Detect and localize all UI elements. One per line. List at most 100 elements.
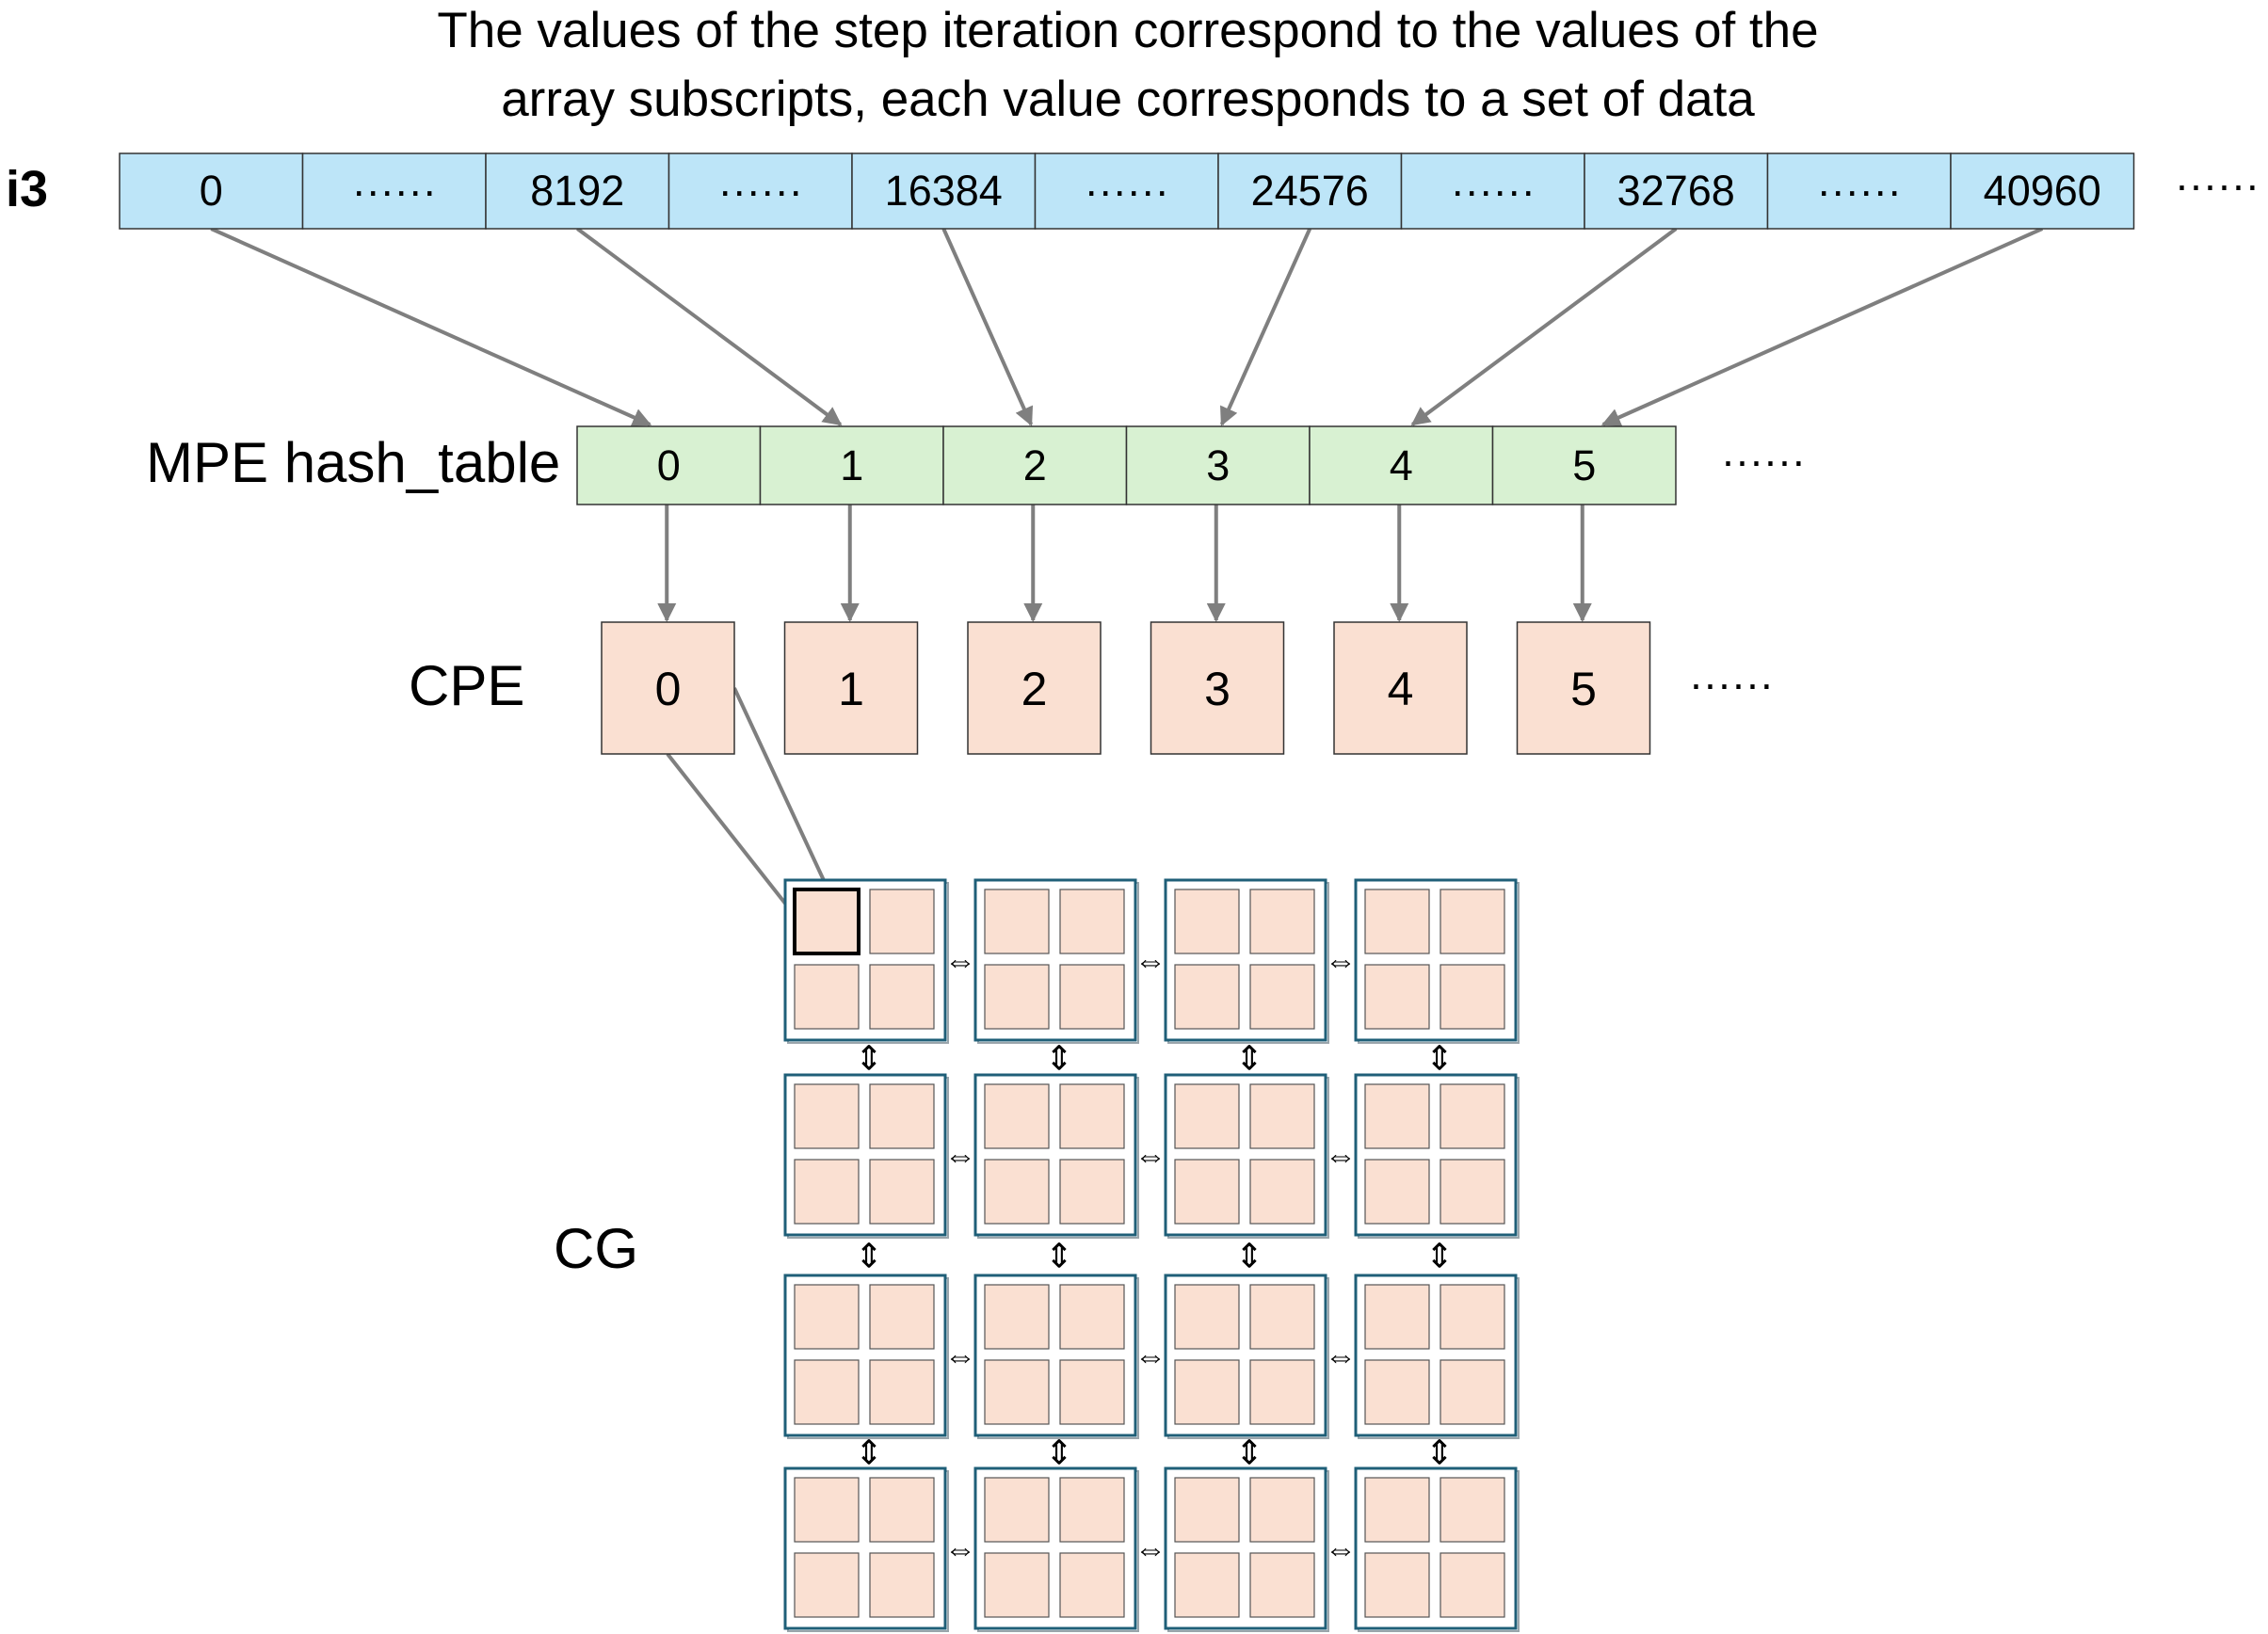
cg-block bbox=[1354, 878, 1520, 1044]
cg-core bbox=[794, 1159, 860, 1225]
horizontal-link-arrow-icon: ⇔ bbox=[1325, 1138, 1357, 1174]
cg-label: CG bbox=[554, 1217, 638, 1280]
hash-cell-index: 4 bbox=[1390, 441, 1413, 489]
cg-core bbox=[1059, 1284, 1125, 1350]
cpe-box bbox=[967, 621, 1102, 755]
cg-core bbox=[1059, 964, 1125, 1030]
cg-core bbox=[1059, 1159, 1125, 1225]
hash-cell-index: 1 bbox=[840, 441, 863, 489]
i3-cell bbox=[1217, 152, 1403, 230]
i3-cell-value: ······ bbox=[352, 167, 437, 215]
zoom-line bbox=[732, 687, 829, 889]
cg-core bbox=[1249, 889, 1315, 954]
cg-core bbox=[1174, 889, 1240, 954]
cpe-box bbox=[1150, 621, 1285, 755]
cg-block bbox=[1164, 1073, 1329, 1239]
cg-core bbox=[1364, 964, 1430, 1030]
cpe-box bbox=[783, 621, 919, 755]
cg-core bbox=[1364, 889, 1430, 954]
i3-cell bbox=[1034, 152, 1219, 230]
cg-core bbox=[794, 1284, 860, 1350]
cg-core bbox=[794, 1359, 860, 1425]
horizontal-link-arrow-icon: ⇔ bbox=[1134, 943, 1166, 979]
cg-core bbox=[984, 1477, 1050, 1543]
cg-block bbox=[973, 878, 1139, 1044]
vertical-link-arrow-icon: ⇕ bbox=[1045, 1434, 1073, 1472]
title-line-2: array subscripts, each value corresponds… bbox=[501, 72, 1755, 127]
cg-core bbox=[984, 1284, 1050, 1350]
cg-block bbox=[1164, 1274, 1329, 1439]
hash-table-ellipsis: ······ bbox=[1721, 437, 1806, 485]
cpe-row-ellipsis: ······ bbox=[1689, 660, 1774, 708]
cg-core bbox=[1059, 1359, 1125, 1425]
cg-block bbox=[1164, 878, 1329, 1044]
cg-core bbox=[984, 964, 1050, 1030]
cg-core bbox=[1249, 1083, 1315, 1149]
vertical-link-arrow-icon: ⇕ bbox=[1425, 1237, 1454, 1275]
cg-core bbox=[1249, 1477, 1315, 1543]
cg-core bbox=[1440, 1159, 1505, 1225]
i3-to-hash-arrow bbox=[576, 227, 843, 426]
cg-core bbox=[1440, 889, 1505, 954]
vertical-link-arrow-icon: ⇕ bbox=[855, 1434, 883, 1472]
cg-core bbox=[1174, 1552, 1240, 1618]
i3-to-hash-arrow bbox=[1600, 227, 2044, 426]
cpe-box-index: 5 bbox=[1570, 663, 1597, 715]
vertical-link-arrow-icon: ⇕ bbox=[1045, 1039, 1073, 1078]
cg-block bbox=[1354, 1073, 1520, 1239]
cg-core bbox=[1174, 1477, 1240, 1543]
cg-core bbox=[869, 964, 935, 1030]
cg-core bbox=[1364, 1359, 1430, 1425]
i3-cell bbox=[1950, 152, 2135, 230]
cg-core bbox=[1059, 1477, 1125, 1543]
i3-cell-value: ······ bbox=[1085, 167, 1169, 215]
cg-core bbox=[869, 1552, 935, 1618]
cg-core bbox=[1174, 1083, 1240, 1149]
cg-core bbox=[794, 1477, 860, 1543]
cpe-box-index: 0 bbox=[655, 663, 682, 715]
cg-block bbox=[783, 1073, 949, 1239]
i3-cell-value: ······ bbox=[718, 167, 803, 215]
cg-core bbox=[1440, 964, 1505, 1030]
i3-cell-value: 0 bbox=[200, 167, 223, 215]
horizontal-link-arrow-icon: ⇔ bbox=[1134, 1338, 1166, 1374]
i3-to-hash-arrow bbox=[1219, 228, 1312, 426]
i3-cell-value: 16384 bbox=[885, 167, 1003, 215]
i3-array: 0······8192······16384······24576······3… bbox=[119, 152, 2135, 230]
hash-cell bbox=[1309, 425, 1494, 505]
vertical-link-arrow-icon: ⇕ bbox=[1235, 1237, 1263, 1275]
cg-core bbox=[869, 889, 935, 954]
vertical-link-arrow-icon: ⇕ bbox=[855, 1237, 883, 1275]
cg-grid: ⇔⇔⇔⇔⇔⇔⇔⇔⇔⇔⇔⇔⇕⇕⇕⇕⇕⇕⇕⇕⇕⇕⇕⇕ bbox=[783, 878, 1520, 1632]
cg-core-highlighted bbox=[793, 888, 861, 955]
i3-cell bbox=[301, 152, 487, 230]
title-line-1: The values of the step iteration corresp… bbox=[437, 3, 1818, 58]
i3-to-hash-arrow bbox=[1410, 227, 1678, 426]
hash-cell bbox=[1125, 425, 1311, 505]
hash-table-label: MPE hash_table bbox=[146, 431, 560, 494]
cpe-box-index: 3 bbox=[1204, 663, 1231, 715]
cg-core bbox=[1364, 1284, 1430, 1350]
i3-cell-value: ······ bbox=[1451, 167, 1536, 215]
cg-block bbox=[783, 878, 949, 1044]
cpe-box-index: 2 bbox=[1021, 663, 1048, 715]
hash-cell-index: 2 bbox=[1023, 441, 1047, 489]
i3-cell-value: 24576 bbox=[1251, 167, 1369, 215]
vertical-link-arrow-icon: ⇕ bbox=[1235, 1039, 1263, 1078]
cg-core bbox=[794, 964, 860, 1030]
horizontal-link-arrow-icon: ⇔ bbox=[944, 1531, 976, 1567]
i3-to-hash-arrow bbox=[941, 228, 1034, 426]
cpe-box bbox=[1516, 621, 1651, 755]
cg-block bbox=[973, 1274, 1139, 1439]
cg-block bbox=[973, 1466, 1139, 1632]
horizontal-link-arrow-icon: ⇔ bbox=[1134, 1138, 1166, 1174]
cg-core bbox=[1174, 964, 1240, 1030]
i3-cell-value: ······ bbox=[1817, 167, 1902, 215]
cg-core bbox=[869, 1359, 935, 1425]
cg-block bbox=[1354, 1274, 1520, 1439]
cg-core bbox=[1440, 1359, 1505, 1425]
hash-cell bbox=[576, 425, 762, 505]
cg-core bbox=[869, 1159, 935, 1225]
